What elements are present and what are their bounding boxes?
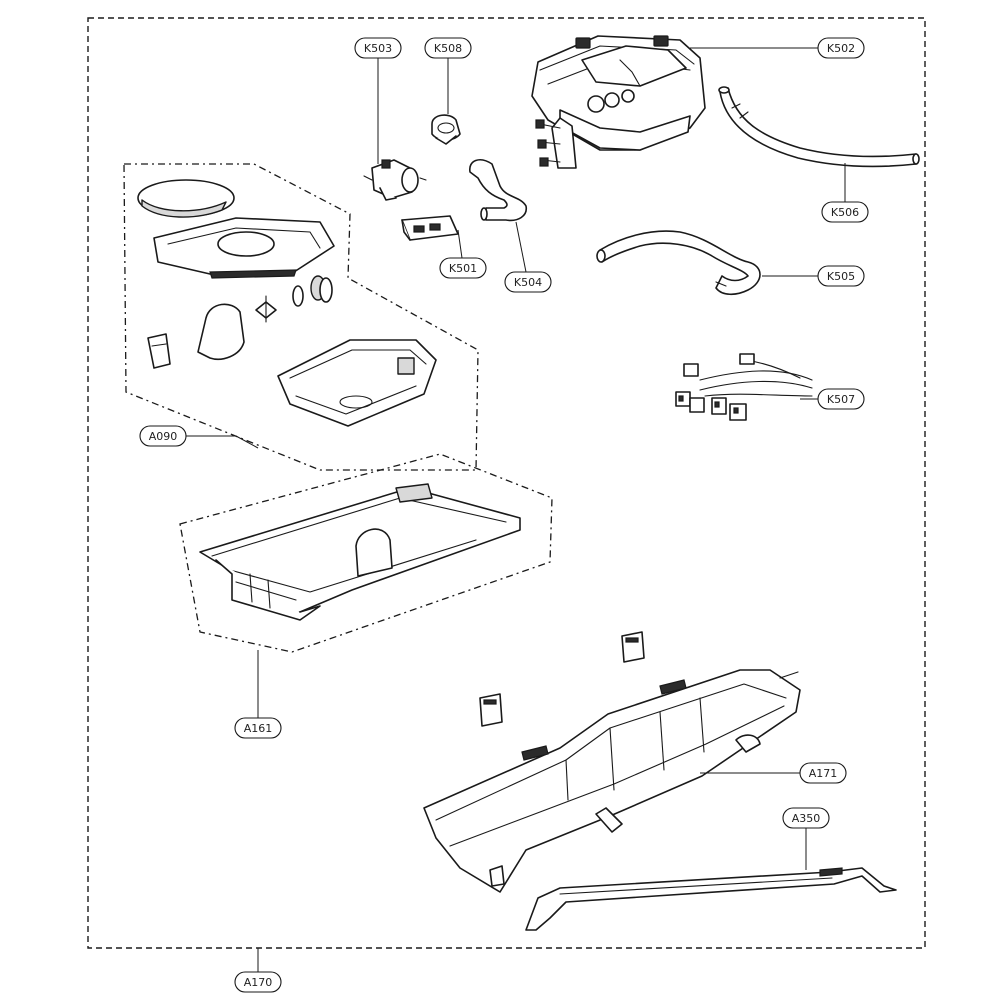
part-k501-connector: [401, 215, 459, 241]
part-k504-hose: [469, 159, 528, 222]
part-a161-housing: [199, 483, 521, 621]
callout-k508: K508: [434, 42, 462, 55]
callout-k501: K501: [449, 262, 477, 275]
callout-k507: K507: [827, 393, 855, 406]
part-a090-cover: [153, 217, 335, 279]
part-k506-hose: [718, 86, 920, 168]
group-a161-outline: [179, 453, 553, 653]
callout-a090: A090: [149, 430, 178, 443]
callout-a161: A161: [244, 722, 273, 735]
part-k503-valve: [363, 159, 427, 201]
callout-k504: K504: [514, 276, 542, 289]
part-k505-hose: [596, 230, 761, 296]
callout-k502: K502: [827, 42, 855, 55]
part-a171-clips: [479, 631, 645, 727]
callout-a171: A171: [809, 767, 838, 780]
part-a090-small-parts: [147, 275, 333, 369]
part-a171-frame: [423, 669, 801, 893]
callout-a350: A350: [792, 812, 821, 825]
callout-k506: K506: [831, 206, 859, 219]
part-a090-cap: [137, 179, 235, 218]
part-k502-tank: [531, 35, 706, 169]
callout-k505: K505: [827, 270, 855, 283]
callout-a170: A170: [244, 976, 273, 989]
part-k507-harness: [675, 353, 813, 421]
part-a350-bracket: [525, 867, 897, 931]
callout-k503: K503: [364, 42, 392, 55]
assembly-frame: [87, 17, 926, 949]
part-a090-tray: [277, 339, 437, 427]
part-k508-clamp: [431, 114, 461, 145]
